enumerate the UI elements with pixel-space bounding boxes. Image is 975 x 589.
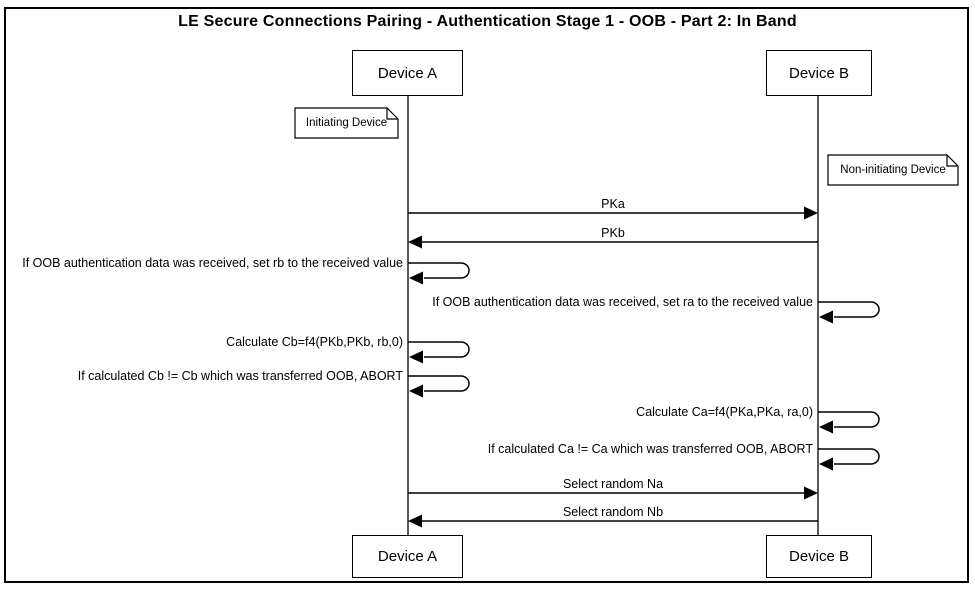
actor-device-b-top: Device B: [766, 50, 872, 96]
message-label-select-random-nb: Select random Nb: [562, 505, 664, 519]
message-label-calculate-cb: Calculate Cb=f4(PKb,PKb, rb,0): [226, 335, 403, 349]
self-loop-abort-ca: [818, 448, 880, 471]
message-label-calculate-ca: Calculate Ca=f4(PKa,PKa, ra,0): [636, 405, 813, 419]
self-loop-calc-ca: [818, 411, 880, 434]
message-label-select-random-na: Select random Na: [562, 477, 664, 491]
arrow-select-nb: [408, 514, 818, 528]
message-label-set-rb: If OOB authentication data was received,…: [22, 256, 403, 270]
self-loop-set-ra: [818, 301, 880, 324]
diagram-border: [4, 7, 969, 583]
actor-device-a-label: Device A: [377, 64, 438, 82]
message-label-set-ra: If OOB authentication data was received,…: [432, 295, 813, 309]
note-shape-initiating-device: [294, 107, 399, 139]
actor-device-b-bottom: Device B: [766, 535, 872, 578]
actor-device-a-bottom: Device A: [352, 535, 463, 578]
self-loop-calc-cb: [408, 341, 470, 364]
note-initiating-device: Initiating Device: [305, 117, 388, 129]
arrow-select-na: [408, 486, 818, 500]
arrow-pka: [408, 206, 818, 220]
message-label-pkb: PKb: [601, 226, 625, 240]
actor-device-a-label: Device A: [377, 548, 438, 565]
self-loop-abort-cb: [408, 375, 470, 398]
actor-device-b-label: Device B: [788, 64, 850, 82]
note-non-initiating-device: Non-initiating Device: [840, 164, 946, 176]
message-label-abort-ca: If calculated Ca != Ca which was transfe…: [487, 442, 813, 456]
message-label-pka: PKa: [601, 197, 625, 211]
arrow-pkb: [408, 235, 818, 249]
note-shape-non-initiating-device: [827, 154, 959, 186]
message-label-abort-cb: If calculated Cb != Cb which was transfe…: [77, 369, 403, 383]
self-loop-set-rb: [408, 262, 470, 285]
actor-device-b-label: Device B: [788, 548, 850, 565]
actor-device-a-top: Device A: [352, 50, 463, 96]
diagram-title: LE Secure Connections Pairing - Authenti…: [178, 13, 797, 30]
